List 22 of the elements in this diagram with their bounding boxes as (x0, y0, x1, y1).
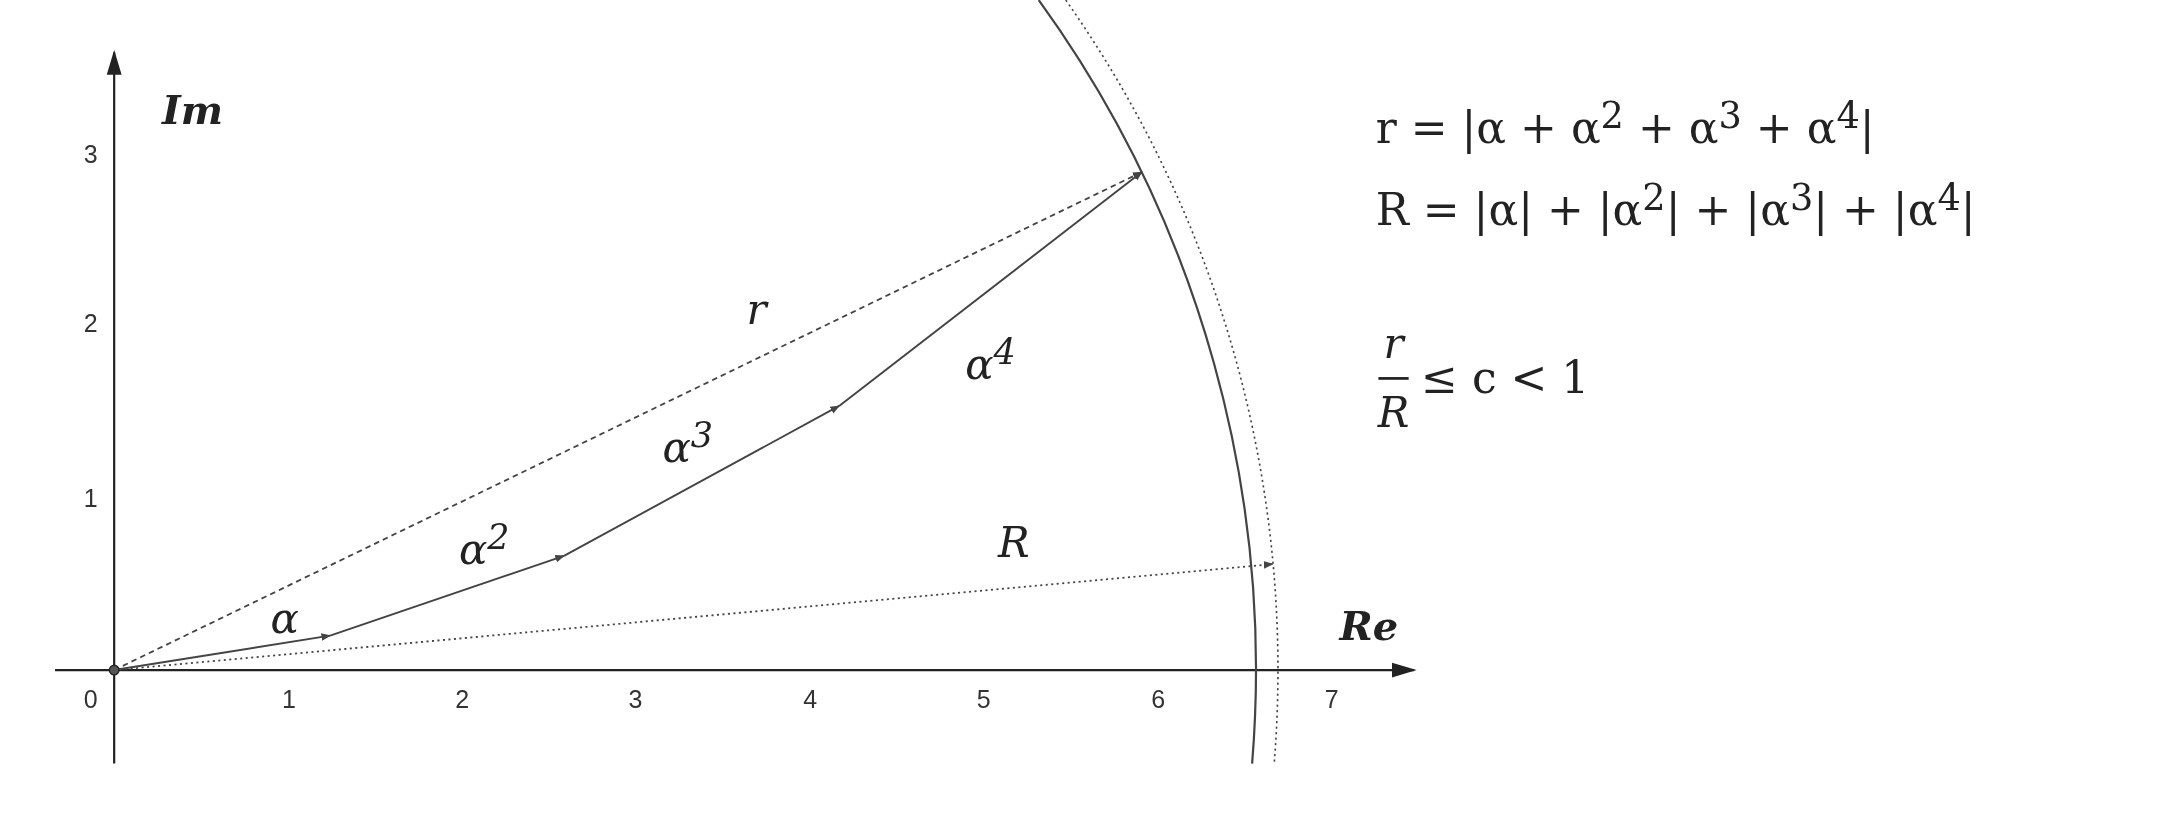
axis-label: Re (1339, 605, 1399, 646)
tick-label: 6 (1151, 686, 1166, 712)
tick-label: 7 (1324, 686, 1339, 712)
tick-label: 4 (803, 686, 818, 712)
vector-label: α$^{2}$ (458, 519, 510, 571)
fraction-denominator: R (1377, 391, 1410, 434)
vector-label: α (270, 598, 299, 641)
fraction-numerator: r (1383, 322, 1404, 365)
vector-label: α$^{3}$ (662, 417, 714, 469)
tick-label: 3 (83, 141, 98, 167)
vector-label: α$^{4}$ (965, 334, 1016, 386)
tick-label: 1 (83, 485, 98, 511)
tick-label: 2 (83, 310, 98, 336)
vector-label: R (998, 522, 1030, 565)
axis-label: Im (162, 90, 224, 131)
tick-label: 1 (281, 686, 296, 712)
formula: ≤ c < 1 (1421, 356, 1590, 401)
tick-label: 0 (83, 686, 98, 712)
tick-label: 2 (455, 686, 470, 712)
tick-label: 5 (976, 686, 991, 712)
vector-label: r (746, 288, 767, 331)
tick-label: 3 (628, 686, 643, 712)
